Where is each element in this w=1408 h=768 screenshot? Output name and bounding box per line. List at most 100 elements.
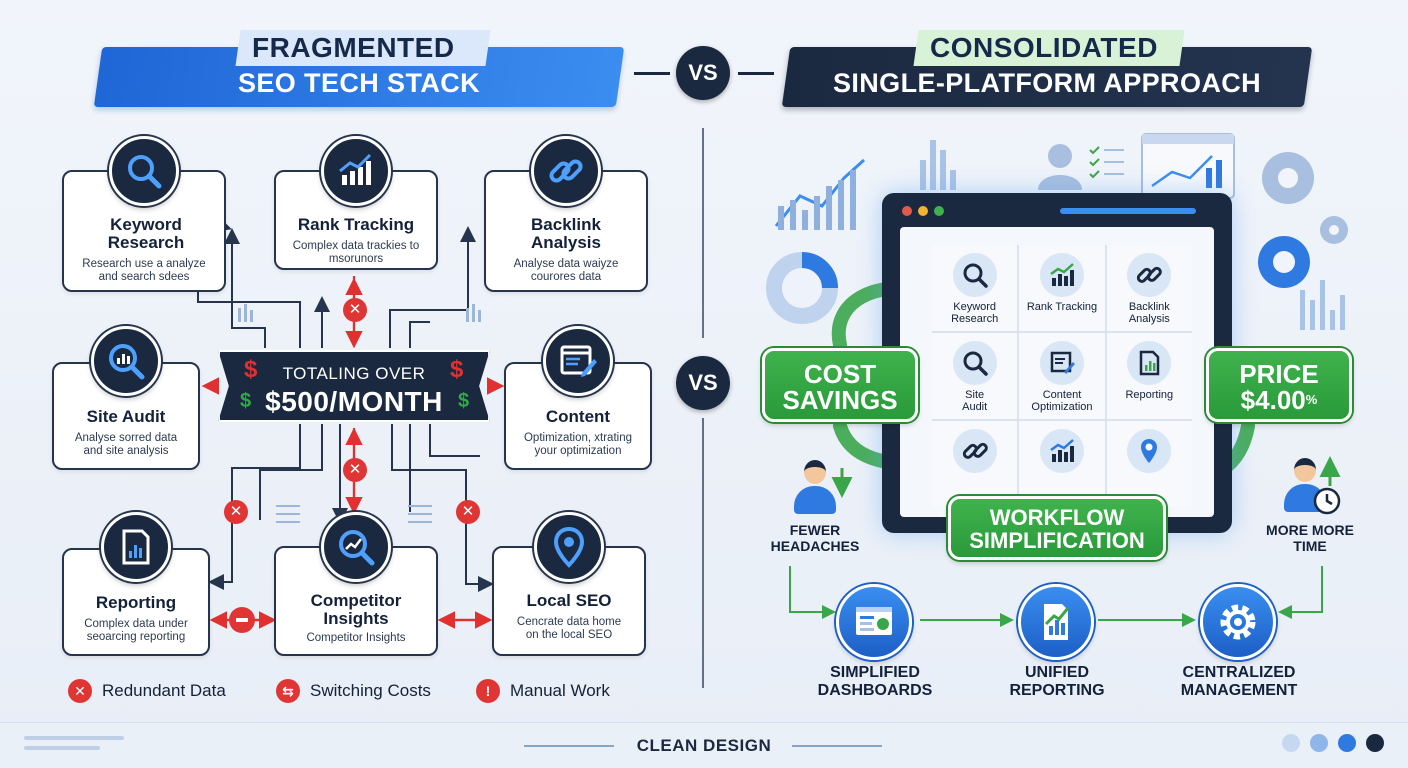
footer-dot (1282, 734, 1300, 752)
location-pin-icon (534, 512, 604, 582)
price-label: PRICE (1239, 359, 1319, 389)
gear-icon (1200, 584, 1276, 660)
vs-dash-right (738, 72, 774, 75)
simplified-dashboards-label: SIMPLIFIED DASHBOARDS (817, 664, 933, 699)
consolidated-tag: CONSOLIDATED (913, 30, 1185, 66)
link-icon (1127, 253, 1172, 297)
location-pin-icon (1127, 429, 1172, 473)
swap-arrows-icon: ⇆ (276, 679, 300, 703)
price-value: $4.00 (1240, 385, 1306, 415)
legend-manual-work: ! Manual Work (476, 678, 610, 704)
tile-rank-tracking: Rank Tracking (1019, 245, 1105, 331)
card-desc: Competitor Insights (306, 632, 406, 644)
total-label: TOTALING OVER (282, 364, 426, 383)
tile-label: Site Audit (962, 389, 988, 413)
cost-savings-badge: COST SAVINGS (762, 348, 918, 422)
chart-icon (1039, 253, 1084, 297)
dollar-sign-icon: $ (244, 356, 258, 383)
card-desc: Complex data under seoarcing reporting (84, 618, 188, 643)
report-icon (1127, 341, 1172, 385)
unified-report-icon (1018, 584, 1094, 660)
tile-label: Keyword Research (951, 301, 999, 325)
chart-trend-icon (321, 136, 391, 206)
card-desc: Optimization, xtrating your optimization (523, 432, 632, 457)
tile-keyword-research: Keyword Research (932, 245, 1018, 331)
platform-screen: Keyword Research Rank Tracking Backlink … (900, 227, 1214, 517)
competitor-search-icon (321, 512, 391, 582)
platform-monitor: Keyword Research Rank Tracking Backlink … (882, 193, 1232, 533)
document-edit-icon (1039, 341, 1084, 385)
chart-icon (1039, 429, 1084, 473)
tile-backlink-analysis: Backlink Analysis (1106, 245, 1192, 331)
x-icon: ✕ (343, 298, 367, 322)
card-title: Reporting (95, 593, 177, 612)
tile-location (1106, 421, 1192, 507)
link-icon (952, 429, 997, 473)
center-divider-lower (702, 418, 704, 688)
total-cost-banner: TOTALING OVER $500/MONTH (218, 350, 490, 422)
card-title: Site Audit (86, 407, 166, 426)
dashboard-icon (836, 584, 912, 660)
legend-label: Switching Costs (310, 681, 431, 700)
price-badge: PRICE $4.00% (1206, 348, 1352, 422)
tile-label: Backlink Analysis (1128, 301, 1170, 325)
vs-dash-left (634, 72, 670, 75)
card-title: Competitor Insights (310, 591, 402, 628)
tool-grid: Keyword Research Rank Tracking Backlink … (932, 245, 1192, 507)
footer-dot (1366, 734, 1384, 752)
tile-site-audit: Site Audit (932, 333, 1018, 419)
more-time-label: MORE MORE TIME (1266, 522, 1354, 554)
dollar-sign-icon: $ (458, 390, 470, 412)
card-title: Keyword Research (107, 215, 185, 252)
tile-content-optimization: Content Optimization (1019, 333, 1105, 419)
card-desc: Analyse data waiyze courores data (513, 258, 619, 283)
x-icon: ✕ (456, 500, 480, 524)
vs-badge-middle: VS (676, 356, 730, 410)
card-title: Local SEO (526, 591, 612, 610)
search-icon (952, 253, 997, 297)
vs-badge-top: VS (676, 46, 730, 100)
dollar-sign-icon: $ (450, 356, 464, 383)
center-divider (702, 128, 704, 338)
search-icon (952, 341, 997, 385)
user-avatar-icon (792, 458, 838, 514)
monitor-progress-bar (1060, 208, 1196, 214)
audit-search-icon (91, 326, 161, 396)
x-icon: ✕ (68, 679, 92, 703)
card-title: Backlink Analysis (531, 215, 601, 252)
x-icon: ✕ (343, 458, 367, 482)
tile-links (932, 421, 1018, 507)
search-icon (109, 136, 179, 206)
footer-dot (1310, 734, 1328, 752)
legend-redundant-data: ✕ Redundant Data (68, 678, 226, 704)
tile-label: Rank Tracking (1026, 301, 1098, 313)
dollar-sign-icon: $ (240, 390, 252, 412)
legend-switching-costs: ⇆ Switching Costs (276, 678, 431, 704)
link-icon (531, 136, 601, 206)
document-edit-icon (543, 326, 613, 396)
footer-dot (1338, 734, 1356, 752)
tile-chart (1019, 421, 1105, 507)
legend-label: Manual Work (510, 681, 610, 700)
exclamation-icon: ! (476, 679, 500, 703)
legend-label: Redundant Data (102, 681, 226, 700)
fewer-headaches-label: FEWER HEADACHES (770, 522, 860, 554)
report-icon (101, 512, 171, 582)
tile-label: Content Optimization (1031, 389, 1093, 413)
fragmented-tag: FRAGMENTED (235, 30, 491, 66)
card-desc: Cencrate data home on the local SEO (516, 616, 622, 641)
footer-line-left (524, 745, 614, 747)
window-minimize-dot (918, 206, 928, 216)
unified-reporting-label: UNIFIED REPORTING (1009, 664, 1105, 699)
card-title: Content (545, 407, 611, 426)
card-desc: Research use a analyze and search sdees (82, 258, 206, 283)
minus-icon (229, 607, 255, 633)
centralized-management-label: CENTRALIZED MANAGEMENT (1180, 664, 1298, 699)
workflow-simplification-badge: WORKFLOW SIMPLIFICATION (948, 496, 1166, 560)
right-title: SINGLE-PLATFORM APPROACH (832, 68, 1262, 98)
card-desc: Analyse sorred data and site analysis (74, 432, 178, 457)
footer-line-right (792, 745, 882, 747)
window-close-dot (902, 206, 912, 216)
tile-label: Reporting (1125, 389, 1174, 401)
price-percent: % (1305, 392, 1318, 407)
